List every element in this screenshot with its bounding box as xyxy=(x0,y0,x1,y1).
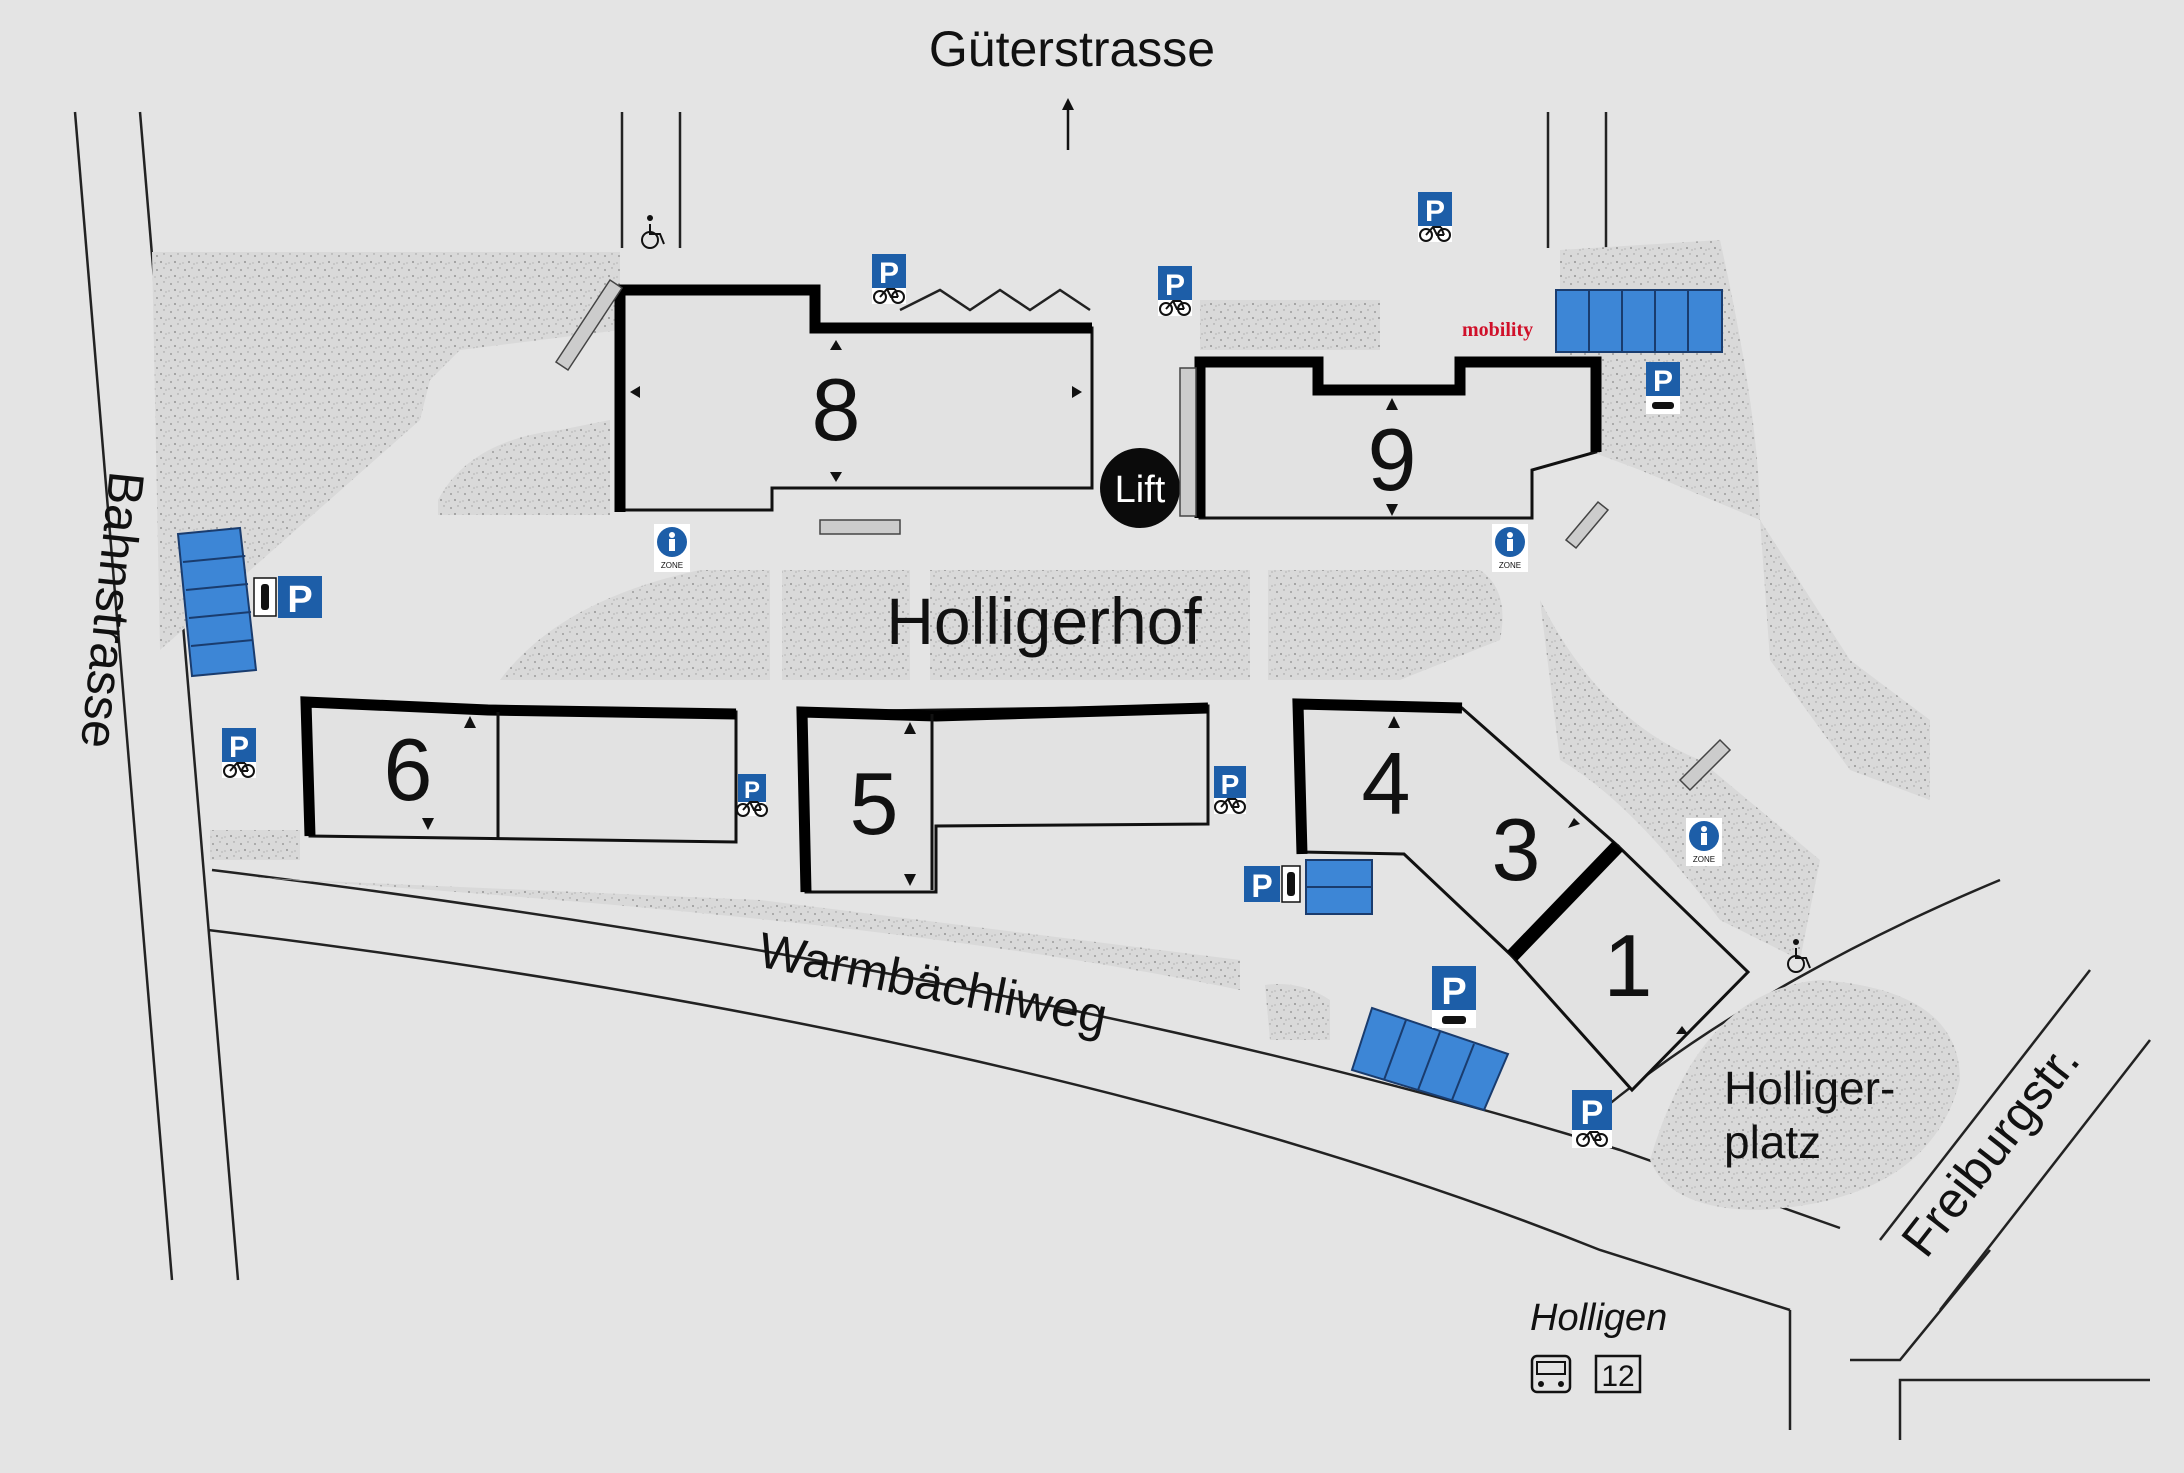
bus-stop-name: Holligen xyxy=(1530,1297,1667,1339)
mobility-label: mobility xyxy=(1462,319,1533,341)
wheelchair-icon xyxy=(1787,939,1811,973)
building-5-label-text: 5 xyxy=(850,754,899,853)
wheelchair-icon xyxy=(641,215,665,249)
building-1[interactable]: 1 xyxy=(1506,841,1751,1093)
lift-label: Lift xyxy=(1115,469,1166,511)
building-9[interactable]: 9 xyxy=(1194,356,1602,520)
parking-slots-top-right[interactable] xyxy=(1555,289,1723,353)
stairs xyxy=(554,278,1732,792)
pedestrian-zone-sign: ZONE xyxy=(1686,818,1722,866)
bike-parking-sign[interactable]: P xyxy=(1418,192,1452,242)
building-8[interactable]: 8 xyxy=(614,284,1094,512)
pedestrian-zone-sign: ZONE xyxy=(1492,524,1528,572)
pedestrian-icon xyxy=(1701,826,1707,832)
svg-text:ZONE: ZONE xyxy=(661,561,683,570)
pedestrian-zone-sign: ZONE xyxy=(654,524,690,572)
svg-text:P: P xyxy=(1221,769,1240,800)
building-6-label: 6 xyxy=(384,720,433,819)
car-icon xyxy=(261,584,269,610)
bike-parking-sign[interactable]: P xyxy=(1214,766,1246,814)
car-parking-sign[interactable]: P xyxy=(1646,362,1680,414)
building-6[interactable]: 6 xyxy=(300,696,738,844)
line-number: 12 xyxy=(1601,1360,1634,1393)
svg-text:ZONE: ZONE xyxy=(1499,561,1521,570)
pedestrian-icon xyxy=(669,532,675,538)
car-parking-sign[interactable]: P xyxy=(1244,865,1301,904)
building-3-label: 3 xyxy=(1492,800,1541,899)
svg-text:P: P xyxy=(1165,269,1185,302)
place-label-holligerplatz-1: Holliger- xyxy=(1724,1062,1895,1114)
car-icon xyxy=(1287,872,1295,896)
bike-parking-sign[interactable]: P xyxy=(222,728,256,778)
bike-parking-sign[interactable]: P xyxy=(872,254,906,304)
parking-slots-bottom[interactable] xyxy=(1350,1006,1510,1112)
zigzag-fence xyxy=(899,288,1091,312)
bike-parking-sign[interactable]: P xyxy=(1158,266,1192,316)
parking-slots-left[interactable] xyxy=(176,526,258,678)
car-parking-sign[interactable]: P xyxy=(253,576,322,621)
car-icon xyxy=(1652,402,1674,409)
svg-text:P: P xyxy=(1581,1094,1604,1132)
place-label-holligerhof: Holligerhof xyxy=(886,584,1202,658)
building-8-label: 8 xyxy=(812,360,861,459)
arrow-up-icon xyxy=(1062,98,1074,150)
bus-stop[interactable]: Holligen 12 xyxy=(1530,1297,1667,1394)
svg-text:P: P xyxy=(879,257,899,290)
building-4-label: 4 xyxy=(1362,734,1411,833)
lift[interactable]: Lift xyxy=(1100,448,1180,528)
car-icon xyxy=(1442,1016,1466,1024)
place-label-holligerplatz-2: platz xyxy=(1724,1116,1821,1168)
svg-text:P: P xyxy=(287,579,312,621)
line-number-box xyxy=(1594,1354,1642,1394)
parking-slots-mid[interactable] xyxy=(1305,859,1373,915)
bike-parking-sign[interactable]: P xyxy=(1572,1090,1612,1148)
building-9-label: 9 xyxy=(1368,410,1417,509)
building-5[interactable]: 4 5 xyxy=(796,702,1210,894)
svg-text:P: P xyxy=(744,777,760,804)
road-label-gueterstrasse: Güterstrasse xyxy=(929,21,1215,77)
svg-text:P: P xyxy=(229,731,249,764)
pedestrian-icon xyxy=(1507,532,1513,538)
svg-text:P: P xyxy=(1653,365,1673,398)
bus-icon xyxy=(1530,1354,1572,1394)
svg-text:P: P xyxy=(1441,971,1466,1013)
car-parking-sign[interactable]: P xyxy=(1432,966,1476,1028)
building-1-label: 1 xyxy=(1604,916,1653,1015)
bike-parking-sign[interactable]: P xyxy=(736,774,768,817)
svg-text:P: P xyxy=(1425,195,1445,228)
svg-text:P: P xyxy=(1251,868,1272,904)
svg-text:ZONE: ZONE xyxy=(1693,855,1715,864)
